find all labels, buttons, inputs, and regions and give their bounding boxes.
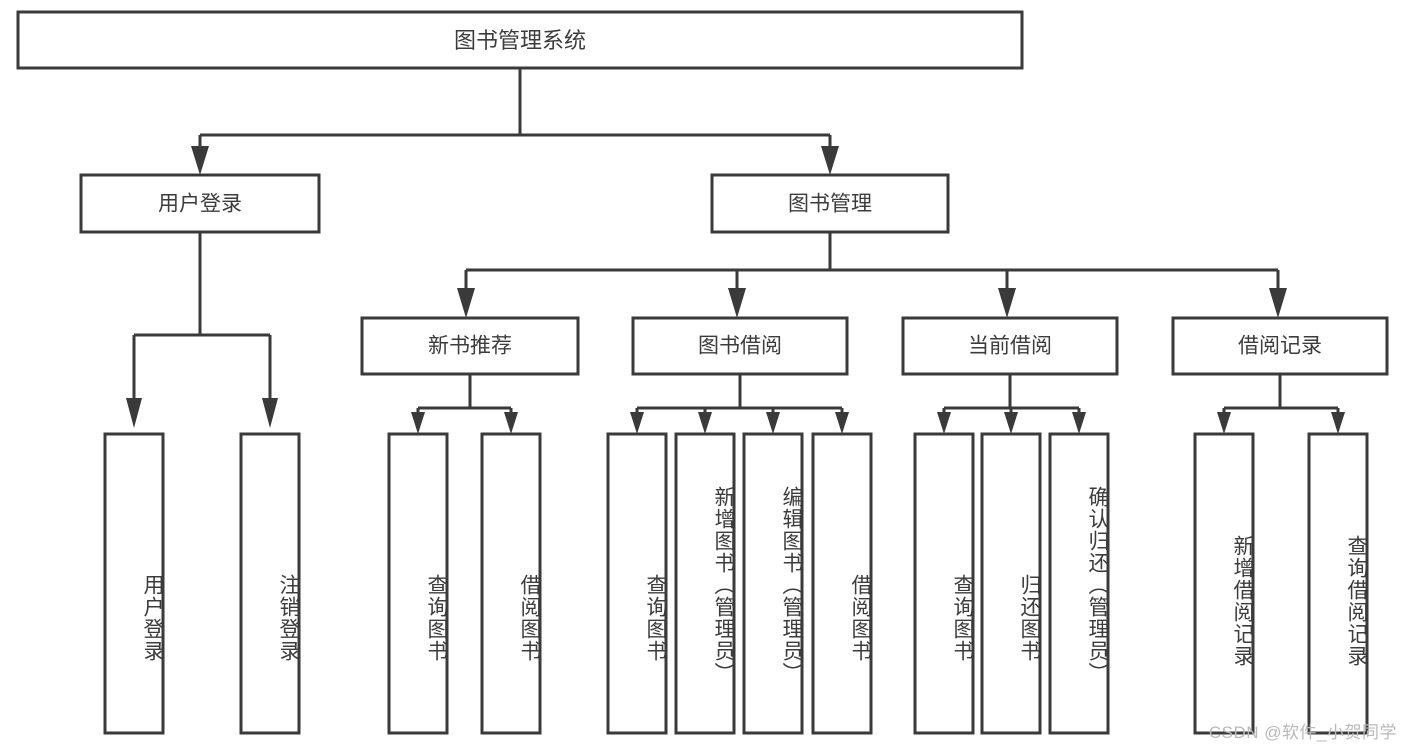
node-user-login-box[interactable]: [79, 173, 321, 234]
node-book-management[interactable]: 图书管理: [710, 173, 950, 234]
arrow-head-record-1: [1217, 412, 1231, 434]
arrow-head-level3-1: [457, 288, 475, 318]
arrow-head-recommend-2: [504, 412, 518, 434]
leaf-box-recommend-query-book[interactable]: [387, 432, 449, 735]
arrow-head-level3-4: [1269, 288, 1287, 318]
leaf-box-layer: [103, 432, 1369, 735]
arrow-head-current-1: [937, 412, 951, 434]
node-user-login-label: 用户登录: [158, 193, 242, 216]
node-root-label: 图书管理系统: [454, 28, 586, 53]
node-new-book-recommend-box[interactable]: [360, 316, 580, 376]
leaf-box-user-login[interactable]: [103, 432, 165, 735]
leaf-box-current-confirm-return[interactable]: [1048, 432, 1110, 735]
arrow-head-level3-2: [728, 288, 746, 318]
node-borrow-record-label: 借阅记录: [1238, 335, 1322, 358]
node-new-book-recommend-label: 新书推荐: [428, 335, 512, 358]
node-current-borrow-box[interactable]: [901, 316, 1119, 376]
node-borrow-record[interactable]: 借阅记录: [1171, 316, 1389, 376]
csdn-watermark: CSDN @软件_小贺同学: [1208, 723, 1397, 742]
node-current-borrow-label: 当前借阅: [968, 335, 1052, 358]
arrow-head-level3-3: [998, 288, 1016, 318]
node-book-borrow-label: 图书借阅: [698, 335, 782, 358]
leaf-box-borrow-edit-book[interactable]: [742, 432, 804, 735]
arrow-head-level2-2: [821, 146, 839, 175]
arrow-head-borrow-4: [835, 412, 849, 434]
node-book-management-box[interactable]: [710, 173, 950, 234]
leaf-box-logout-login[interactable]: [239, 432, 301, 735]
leaf-box-record-add[interactable]: [1193, 432, 1255, 735]
arrow-head-borrow-3: [766, 412, 780, 434]
arrow-head-current-2: [1004, 412, 1018, 434]
connector-layer: [126, 68, 1345, 434]
leaf-box-borrow-borrow-book[interactable]: [811, 432, 873, 735]
leaf-box-current-query-book[interactable]: [913, 432, 975, 735]
node-new-book-recommend[interactable]: 新书推荐: [360, 316, 580, 376]
node-borrow-record-box[interactable]: [1171, 316, 1389, 376]
node-book-borrow-box[interactable]: [631, 316, 849, 376]
leaf-box-recommend-borrow-book[interactable]: [480, 432, 542, 735]
node-root-box[interactable]: [16, 10, 1024, 70]
arrow-head-userlogin-1: [126, 398, 142, 428]
leaf-box-borrow-add-book[interactable]: [674, 432, 736, 735]
arrow-head-current-3: [1072, 412, 1086, 434]
arrow-head-recommend-1: [411, 412, 425, 434]
leaf-box-record-query[interactable]: [1307, 432, 1369, 735]
arrow-head-borrow-1: [630, 412, 644, 434]
node-user-login[interactable]: 用户登录: [79, 173, 321, 234]
node-book-management-label: 图书管理: [788, 193, 872, 216]
leaf-box-current-return-book[interactable]: [980, 432, 1042, 735]
node-root-system[interactable]: 图书管理系统: [16, 10, 1024, 70]
leaf-box-borrow-query-book[interactable]: [606, 432, 668, 735]
arrow-head-userlogin-2: [262, 398, 278, 428]
arrow-head-borrow-2: [698, 412, 712, 434]
arrow-head-record-2: [1331, 412, 1345, 434]
arrow-head-level2-1: [191, 146, 209, 175]
node-book-borrow[interactable]: 图书借阅: [631, 316, 849, 376]
node-current-borrow[interactable]: 当前借阅: [901, 316, 1119, 376]
